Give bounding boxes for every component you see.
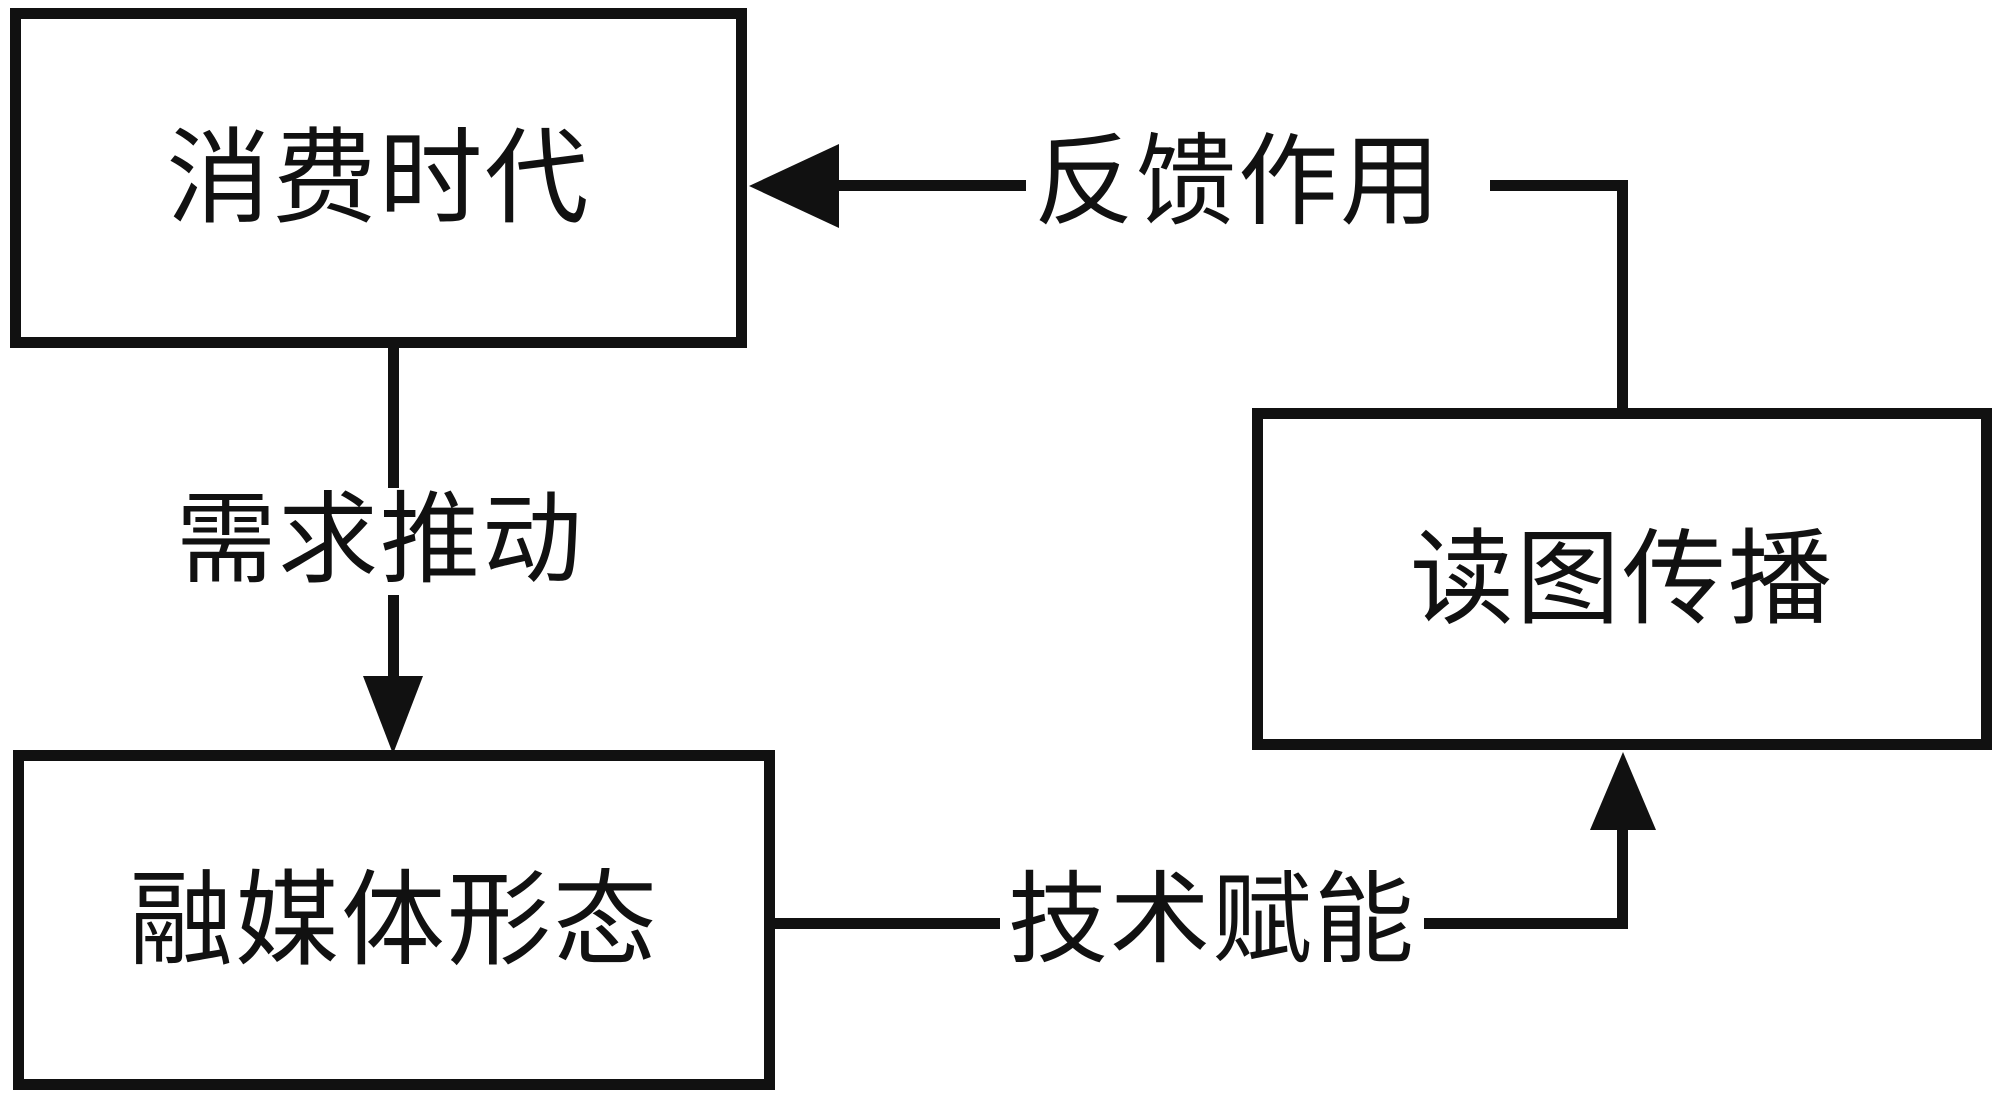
- edge-demand-drive-arrowhead: [363, 676, 423, 754]
- edge-tech-empower-segment-right: [1336, 918, 1628, 929]
- edge-demand-drive-segment-lower: [388, 595, 399, 683]
- node-image-comm-label: 读图传播: [1409, 518, 1834, 640]
- node-media-form-label: 融媒体形态: [128, 859, 659, 981]
- node-consumer-era-label: 消费时代: [166, 117, 591, 239]
- node-image-comm[interactable]: 读图传播: [1252, 408, 1992, 750]
- edge-feedback-segment-riser: [1617, 180, 1628, 412]
- edge-feedback-segment-right: [1490, 180, 1628, 191]
- edge-label-demand-drive: 需求推动: [168, 488, 592, 592]
- edge-feedback-arrowhead: [749, 144, 839, 228]
- edge-label-feedback-effect: 反馈作用: [1026, 130, 1450, 234]
- edge-tech-empower-arrowhead: [1590, 752, 1656, 830]
- edge-demand-drive-segment-upper: [388, 348, 399, 488]
- node-consumer-era[interactable]: 消费时代: [10, 8, 747, 348]
- edge-label-tech-empower: 技术赋能: [1000, 868, 1424, 972]
- edge-tech-empower-segment-left: [772, 918, 1004, 929]
- edge-tech-empower-segment-riser: [1617, 828, 1628, 924]
- edge-feedback-segment-left: [838, 180, 1036, 191]
- node-media-form[interactable]: 融媒体形态: [13, 750, 775, 1090]
